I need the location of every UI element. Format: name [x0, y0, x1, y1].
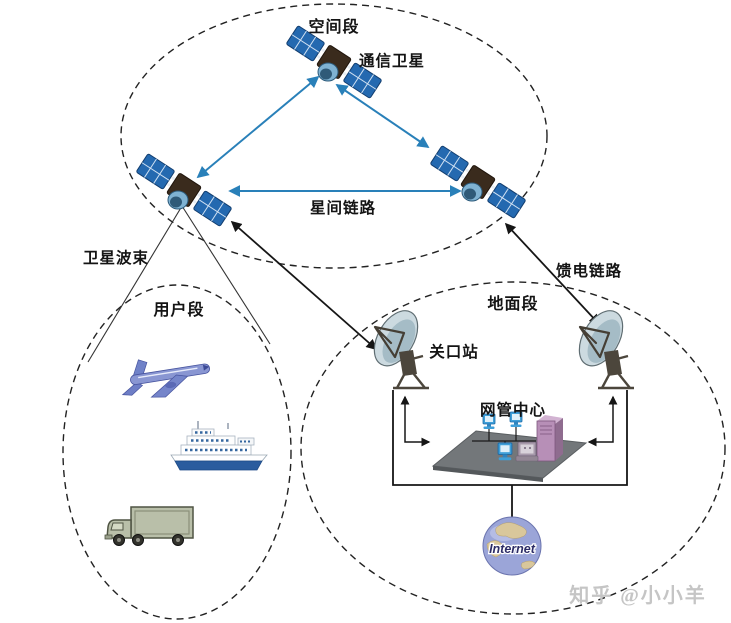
- gateway-station-label: 关口站: [429, 344, 479, 361]
- watermark: 知乎 @小小羊: [569, 585, 707, 607]
- ground-segment-label: 地面段: [487, 296, 539, 313]
- ship-icon: [170, 421, 268, 471]
- feeder-link-label: 馈电链路: [555, 263, 623, 280]
- inter-satellite-link-label: 星间链路: [309, 200, 377, 217]
- satellite-beam-lines: [87, 205, 271, 363]
- communication-satellite-left: [135, 152, 233, 228]
- isl-left-top-arrow: [196, 75, 320, 179]
- network-mgmt-center-label: 网管中心: [479, 402, 547, 419]
- feeder-links: [230, 220, 601, 351]
- internet-label: Internet: [489, 542, 536, 556]
- truck-icon: [104, 506, 194, 546]
- communication-satellite-right: [429, 144, 527, 220]
- network-management-platform: [431, 411, 588, 482]
- workstation-monitor-icon: [515, 441, 539, 462]
- comm-satellite-label: 通信卫星: [358, 53, 426, 70]
- gateway-antenna-left-icon: [364, 302, 431, 390]
- airplane-icon: [121, 359, 211, 398]
- satellite-beam-label: 卫星波束: [82, 250, 150, 267]
- feeder-link-right-arrow: [504, 222, 601, 326]
- user-segment-boundary: [62, 284, 292, 620]
- inter-satellite-links: [196, 75, 462, 197]
- gateway-antenna-right-icon: [569, 302, 636, 390]
- isl-top-right-arrow: [335, 83, 430, 149]
- internet-globe-icon: Internet: [482, 516, 542, 576]
- ground-network-lines: [392, 390, 628, 517]
- user-segment-label: 用户段: [153, 302, 205, 319]
- feeder-link-left-arrow: [230, 220, 378, 351]
- space-segment-boundary: [120, 3, 548, 269]
- space-segment-label: 空间段: [308, 19, 360, 36]
- server-tower-icon: [536, 415, 563, 462]
- computer-terminal-icon: [497, 442, 513, 461]
